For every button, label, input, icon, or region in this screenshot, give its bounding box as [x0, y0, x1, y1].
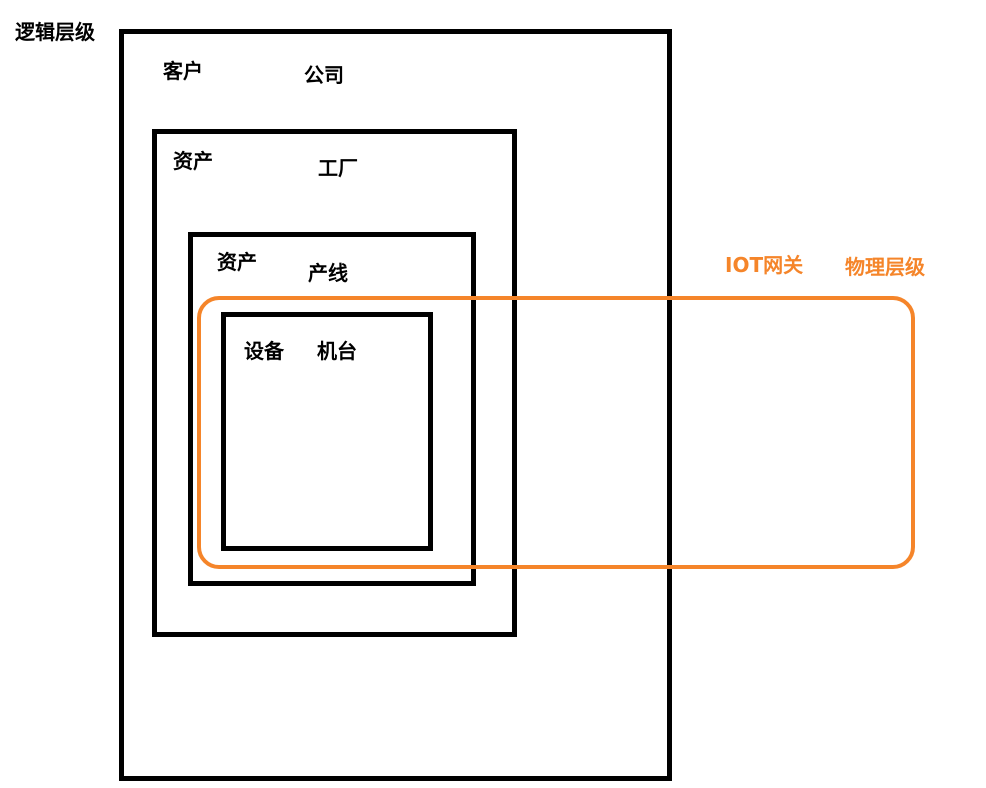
- factory-asset-box: [152, 129, 517, 637]
- company-name-label: 公司: [304, 63, 344, 87]
- physical-hierarchy-title: 物理层级: [845, 255, 925, 279]
- customer-role-label: 客户: [163, 59, 203, 83]
- factory-name-label: 工厂: [318, 156, 358, 180]
- line-asset-role-label: 资产: [217, 250, 257, 274]
- device-role-label: 设备: [244, 339, 284, 363]
- device-box: [221, 312, 433, 551]
- line-asset-box: [188, 232, 476, 586]
- logic-hierarchy-title: 逻辑层级: [15, 20, 95, 44]
- line-name-label: 产线: [308, 261, 348, 285]
- iot-gateway-box: [197, 296, 915, 569]
- customer-box: [119, 29, 672, 781]
- machine-name-label: 机台: [317, 339, 357, 363]
- iot-gateway-label: IOT网关: [725, 253, 804, 277]
- factory-asset-role-label: 资产: [173, 149, 213, 173]
